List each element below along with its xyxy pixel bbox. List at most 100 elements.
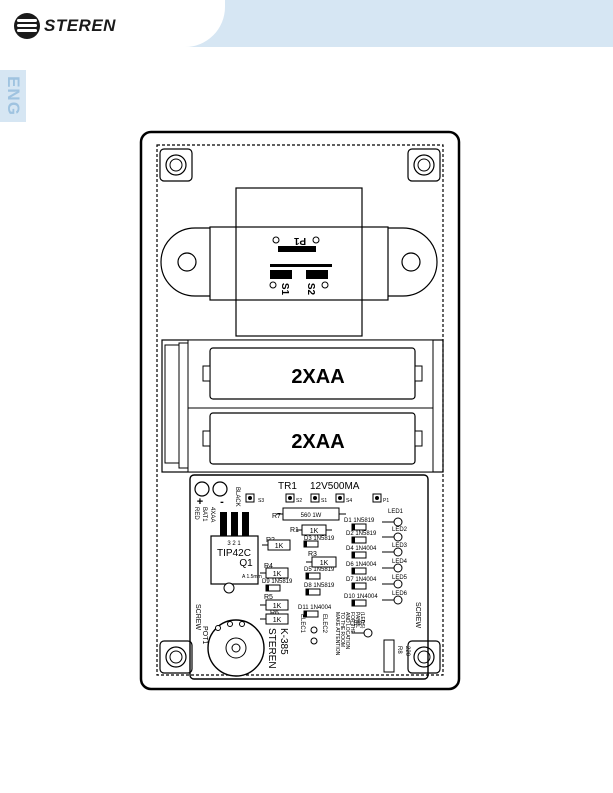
r8-value: 220 [404, 646, 410, 657]
svg-text:1K: 1K [320, 560, 329, 567]
bat-red-label: RED [193, 507, 199, 520]
svg-text:FOR THE: FOR THE [349, 612, 355, 635]
pcb-outline [189, 474, 429, 680]
pad: S2 [285, 493, 302, 504]
led: LED2 [382, 527, 408, 542]
elec2-label: ELEC2 [321, 614, 327, 634]
svg-text:D11 1N4004: D11 1N4004 [298, 605, 332, 611]
led: LED5 [382, 575, 408, 589]
led: LED1 [382, 509, 404, 527]
svg-text:S3: S3 [258, 498, 264, 504]
brand-name: STEREN [44, 16, 116, 35]
transformer: P1 S1 S2 [160, 187, 438, 337]
svg-text:(LEDS): (LEDS) [359, 612, 365, 629]
svg-text:R3: R3 [308, 551, 317, 558]
bat-plus: + [197, 496, 203, 508]
svg-text:LED6: LED6 [392, 591, 408, 597]
bat-ref-label: BAT1 [201, 507, 207, 522]
pcb: + - BLACK RED BAT1 4XAA TR1 12V500MA S3 … [189, 474, 429, 680]
led: LED6 [382, 591, 408, 605]
bat-black-label: BLACK [234, 487, 240, 507]
svg-text:MAKE ATTENTION: MAKE ATTENTION [334, 612, 340, 656]
svg-text:PANEL: PANEL [354, 612, 360, 628]
pad: P1 [372, 493, 389, 504]
led: LED3 [382, 543, 408, 557]
led: LED4 [382, 559, 408, 573]
transformer-s1-label: S1 [279, 283, 290, 296]
language-tab [0, 70, 26, 122]
transistor: 3 2 1 TIP42C Q1 A 1.5mm [210, 512, 262, 594]
tr1-label: TR1 [278, 481, 297, 492]
svg-text:1K: 1K [273, 603, 282, 610]
svg-text:1K: 1K [273, 617, 282, 624]
svg-text:D10 1N4004: D10 1N4004 [344, 594, 378, 600]
mounting-hole [159, 640, 193, 674]
battery-cell: 2XAA [202, 347, 423, 400]
svg-text:S1: S1 [321, 498, 327, 504]
r7-value: 560 1W [301, 513, 322, 519]
battery-label: 2XAA [291, 366, 344, 388]
resistor: R21K [262, 537, 291, 551]
screw-right-label: SCREW [414, 602, 421, 628]
pad: S4 [335, 493, 352, 504]
svg-text:AND LOCATION: AND LOCATION [344, 612, 350, 650]
bat-name-label: 4XAA [209, 507, 215, 522]
potentiometer: POT1 [201, 619, 265, 677]
steren-logo: STEREN [14, 13, 116, 39]
svg-text:D8 1N5819: D8 1N5819 [304, 583, 335, 589]
diode: D2 1N5819 [346, 531, 377, 544]
diode: D4 1N4004 [346, 546, 377, 559]
svg-text:A 1.5mm: A 1.5mm [242, 574, 262, 580]
svg-text:D5 1N5819: D5 1N5819 [304, 567, 335, 573]
svg-text:LED5: LED5 [392, 575, 408, 581]
svg-text:D7 1N4004: D7 1N4004 [346, 577, 377, 583]
pad: S3 [245, 493, 264, 504]
svg-text:D1 1N5819: D1 1N5819 [344, 518, 375, 524]
svg-text:Q1: Q1 [239, 558, 253, 569]
svg-text:R5: R5 [264, 594, 273, 601]
mounting-hole [159, 148, 193, 182]
svg-text:D6 1N4004: D6 1N4004 [346, 562, 377, 568]
svg-text:P1: P1 [383, 498, 389, 504]
battery-cell: 2XAA [202, 412, 423, 465]
svg-text:1K: 1K [310, 528, 319, 535]
bracket-hole [401, 252, 421, 272]
svg-text:D3 1N5819: D3 1N5819 [304, 536, 335, 542]
diode: D6 1N4004 [346, 562, 377, 575]
pcb-brand: STEREN [266, 628, 277, 669]
diode: D7 1N4004 [346, 577, 377, 590]
page-header: STEREN [0, 0, 613, 47]
diode: D5 1N5819 [304, 567, 335, 580]
svg-text:S2: S2 [296, 498, 302, 504]
tr1-rating: 12V500MA [310, 481, 360, 492]
svg-text:LED2: LED2 [392, 527, 408, 533]
transformer-core [209, 226, 389, 301]
enclosure-outline [139, 130, 461, 691]
mounting-hole [407, 148, 441, 182]
transformer-primary-label: P1 [293, 235, 306, 246]
diode: D3 1N5819 [303, 536, 335, 548]
transformer-coil [235, 187, 363, 337]
svg-text:R4: R4 [264, 563, 273, 570]
diode: D11 1N4004 [298, 605, 332, 618]
svg-text:TIP42C: TIP42C [217, 548, 251, 559]
battery-holder: 2XAA 2XAA [161, 339, 444, 473]
r7-ref: R7 [272, 513, 281, 520]
mounting-hole [407, 640, 441, 674]
svg-text:D4 1N4004: D4 1N4004 [346, 546, 377, 552]
elec1-label: ELEC1 [299, 614, 305, 634]
svg-text:TO THE ROOM: TO THE ROOM [339, 612, 345, 647]
svg-text:3 2 1: 3 2 1 [227, 541, 241, 547]
svg-text:D2 1N5819: D2 1N5819 [346, 531, 377, 537]
bracket-hole [177, 252, 197, 272]
svg-text:LED1: LED1 [388, 509, 404, 515]
svg-text:1K: 1K [273, 571, 282, 578]
steren-logo-icon [14, 13, 40, 39]
svg-text:LED3: LED3 [392, 543, 408, 549]
pcb-model: K-385 [278, 628, 289, 655]
